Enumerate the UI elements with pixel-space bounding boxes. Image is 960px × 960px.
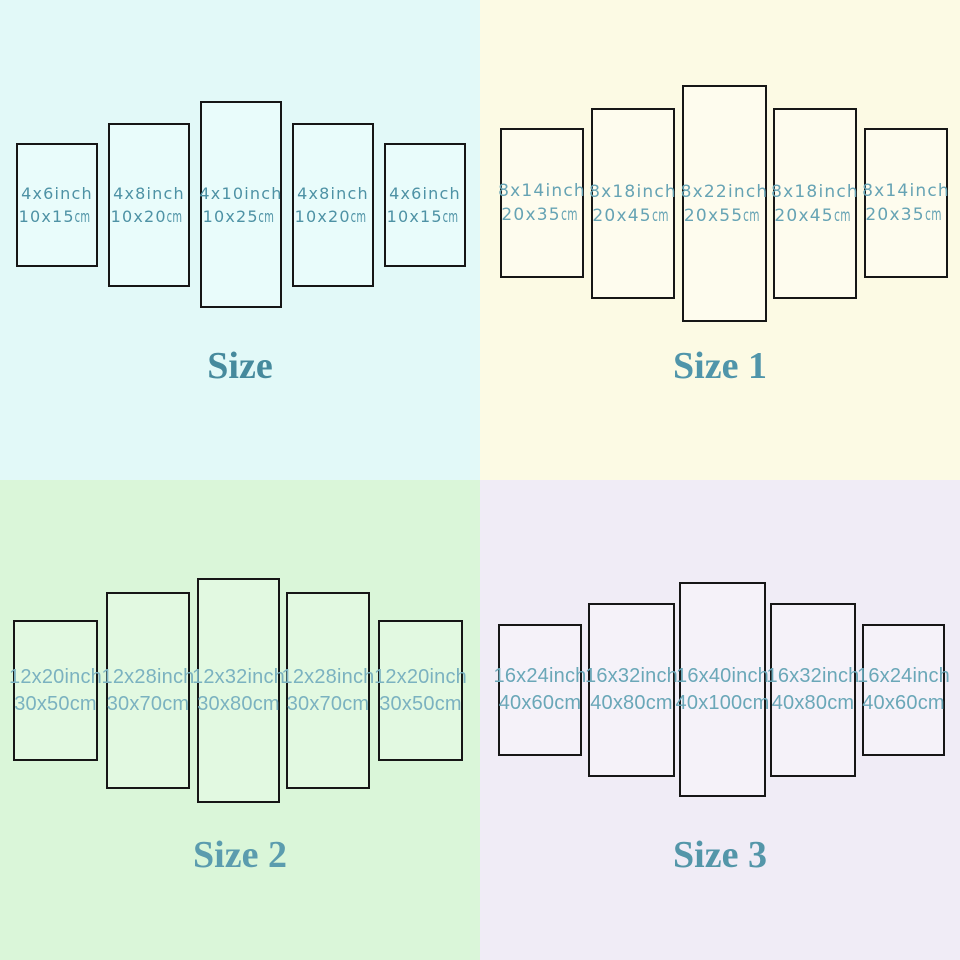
panel-size-inch: 8x22inch [680, 181, 769, 202]
panel-size-inch: 4x10inch [199, 183, 283, 203]
panel-size-label: 12x32inch 30x80cm [192, 664, 285, 718]
panel-size-inch: 12x28inch [101, 665, 195, 688]
panel-size-cm: 40x80cm [771, 692, 855, 714]
panel-size-inch: 4x6inch [21, 184, 93, 203]
quadrant-title: Size 1 [673, 345, 767, 387]
panel-size-cm: 20x35cm [865, 205, 942, 225]
panel-size-cm: 10x20cm [294, 207, 367, 226]
panel-size-inch: 16x32inch [766, 665, 860, 687]
panel-size-label: 4x6inch 10x15cm [387, 182, 464, 228]
panel-size-label: 4x6inch 10x15cm [19, 182, 96, 228]
panel-size-inch: 4x6inch [389, 184, 461, 203]
panel-size-inch: 12x20inch [374, 665, 467, 688]
panel-size-inch: 8x14inch [498, 181, 586, 201]
panel-size-inch: 4x8inch [297, 184, 369, 203]
panel-size-inch: 12x20inch [9, 665, 102, 688]
panel-size-inch: 16x24inch [493, 665, 587, 687]
panel-size-inch: 12x28inch [281, 665, 375, 688]
canvas-panel: 8x22inch 20x55cm [681, 85, 769, 322]
panel-size-label: 16x40inch 40x100cm [676, 663, 770, 717]
canvas-panel: 12x32inch 30x80cm [192, 578, 285, 803]
panel-size-inch: 8x14inch [862, 181, 950, 201]
panel-size-cm: 10x15cm [386, 207, 459, 226]
panel-size-label: 4x8inch 10x20cm [111, 182, 188, 228]
size-chart-quadrant-size-3: 16x24inch 40x60cm 16x32inch 40x80cm 16x4… [480, 480, 960, 960]
size-chart-quadrant-size-1: 8x14inch 20x35cm 8x18inch 20x45cm 8x22in… [480, 0, 960, 480]
canvas-panel: 12x28inch 30x70cm [282, 592, 374, 789]
panel-size-cm: 10x15cm [18, 207, 91, 226]
canvas-panel: 12x20inch 30x50cm [9, 620, 102, 761]
panel-size-label: 16x32inch 40x80cm [767, 663, 860, 717]
panel-size-cm: 10x25cm [202, 206, 275, 226]
panel-size-cm: 20x45cm [592, 205, 669, 226]
canvas-panel: 4x6inch 10x15cm [16, 143, 98, 267]
panel-size-inch: 4x8inch [113, 184, 185, 203]
panel-size-label: 16x24inch 40x60cm [857, 663, 950, 717]
panel-size-label: 16x32inch 40x80cm [585, 663, 678, 717]
panel-size-cm: 30x80cm [197, 692, 280, 715]
panel-size-cm: 20x45cm [774, 205, 851, 226]
canvas-panel: 16x24inch 40x60cm [857, 624, 950, 756]
canvas-panel: 4x10inch 10x25cm [199, 101, 282, 308]
panel-size-inch: 16x32inch [585, 665, 678, 687]
panel-size-label: 8x14inch 20x35cm [862, 179, 950, 227]
panel-size-cm: 20x35cm [501, 205, 578, 225]
panel-size-inch: 8x18inch [589, 181, 677, 202]
panel-size-inch: 16x24inch [857, 665, 950, 687]
panel-size-label: 12x20inch 30x50cm [9, 664, 102, 718]
canvas-panel: 16x40inch 40x100cm [676, 582, 769, 797]
canvas-panel: 16x32inch 40x80cm [767, 603, 859, 777]
panel-size-cm: 40x100cm [675, 691, 770, 714]
panel-size-cm: 30x70cm [286, 692, 370, 715]
canvas-panel: 8x18inch 20x45cm [589, 108, 677, 299]
canvas-panel: 16x24inch 40x60cm [494, 624, 586, 756]
panel-size-cm: 30x50cm [379, 692, 462, 715]
quadrant-title: Size 3 [673, 834, 767, 876]
panel-size-cm: 40x60cm [498, 692, 582, 714]
panel-size-label: 4x8inch 10x20cm [295, 182, 372, 228]
panel-size-cm: 30x50cm [14, 692, 97, 715]
panel-size-label: 8x18inch 20x45cm [589, 180, 677, 228]
size-chart-quadrant-size: 4x6inch 10x15cm 4x8inch 10x20cm 4x10inch… [0, 0, 480, 480]
panel-size-cm: 10x20cm [110, 207, 183, 226]
panel-size-label: 16x24inch 40x60cm [494, 663, 587, 717]
canvas-panel: 16x32inch 40x80cm [585, 603, 678, 777]
canvas-panel: 4x8inch 10x20cm [292, 123, 374, 287]
panel-size-label: 4x10inch 10x25cm [199, 182, 282, 228]
canvas-panel: 8x14inch 20x35cm [862, 128, 950, 278]
panel-size-label: 8x14inch 20x35cm [498, 179, 586, 227]
panel-size-cm: 40x80cm [590, 692, 673, 714]
canvas-panel: 12x28inch 30x70cm [102, 592, 194, 789]
panel-size-label: 8x18inch 20x45cm [771, 180, 859, 228]
panel-size-label: 8x22inch 20x55cm [681, 180, 769, 228]
panel-size-inch: 8x18inch [771, 181, 859, 202]
panel-size-label: 12x28inch 30x70cm [102, 664, 195, 718]
canvas-panel: 8x14inch 20x35cm [498, 128, 586, 278]
panel-size-inch: 16x40inch [676, 664, 769, 687]
quadrant-title: Size [207, 345, 273, 387]
panel-size-inch: 12x32inch [192, 665, 285, 688]
canvas-panel: 8x18inch 20x45cm [771, 108, 859, 299]
canvas-panel: 12x20inch 30x50cm [374, 620, 467, 761]
canvas-panel: 4x6inch 10x15cm [384, 143, 466, 267]
quadrant-title: Size 2 [193, 834, 287, 876]
canvas-panel: 4x8inch 10x20cm [108, 123, 190, 287]
panel-size-cm: 40x60cm [862, 692, 945, 714]
panel-size-cm: 30x70cm [106, 692, 190, 715]
panel-size-label: 12x20inch 30x50cm [374, 664, 467, 718]
size-chart-quadrant-size-2: 12x20inch 30x50cm 12x28inch 30x70cm 12x3… [0, 480, 480, 960]
panel-size-label: 12x28inch 30x70cm [282, 664, 375, 718]
panel-size-cm: 20x55cm [683, 205, 760, 226]
